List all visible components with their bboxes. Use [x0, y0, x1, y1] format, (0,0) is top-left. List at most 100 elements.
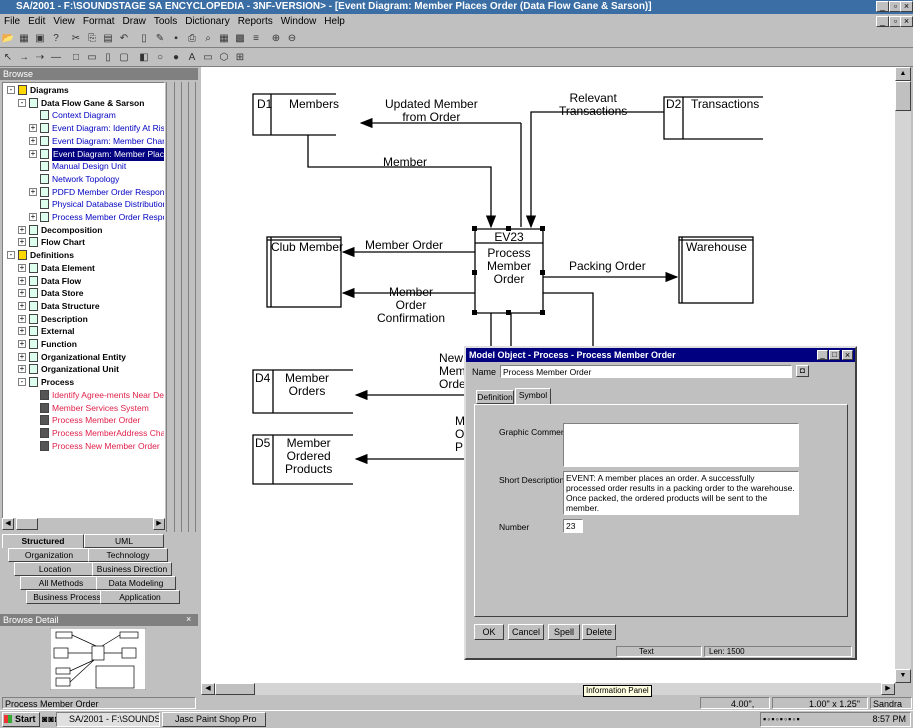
- expand-icon[interactable]: +: [18, 326, 26, 336]
- flow-member[interactable]: Member: [383, 155, 428, 169]
- name-input[interactable]: Process Member Order: [500, 365, 792, 378]
- box2-icon[interactable]: ▭: [87, 52, 97, 63]
- process-name[interactable]: Process Member Order: [486, 246, 531, 286]
- tree-node[interactable]: +Event Diagram: Member Change: [3, 135, 164, 148]
- tree-node[interactable]: Physical Database Distribution: [3, 198, 164, 211]
- collapse-icon[interactable]: -: [7, 251, 15, 260]
- help-icon[interactable]: ?: [53, 33, 59, 44]
- expand-icon[interactable]: +: [18, 224, 26, 234]
- number-input[interactable]: 23: [563, 519, 583, 533]
- store-d5-id[interactable]: D5: [255, 436, 271, 450]
- tree-node[interactable]: +Event Diagram: Member Places O: [3, 147, 164, 161]
- tree-node[interactable]: +Process Member Order Response: [3, 211, 164, 224]
- tree-node[interactable]: +Flow Chart: [3, 236, 164, 249]
- cut-icon[interactable]: ✂: [71, 33, 81, 44]
- new-icon[interactable]: ▯: [141, 33, 147, 44]
- menu-help[interactable]: Help: [324, 16, 345, 27]
- arrow2-icon[interactable]: ⇢: [35, 52, 45, 63]
- expand-icon[interactable]: +: [18, 364, 26, 374]
- tree-node[interactable]: +External: [3, 325, 164, 338]
- line-icon[interactable]: —: [51, 52, 61, 63]
- tree-node[interactable]: Process MemberAddress Change: [3, 427, 164, 440]
- doc-minimize-button[interactable]: _: [876, 16, 889, 27]
- expand-icon[interactable]: +: [18, 339, 26, 348]
- tab-definition[interactable]: Definition: [476, 390, 514, 404]
- tree-node[interactable]: +Data Structure: [3, 300, 164, 313]
- grid-icon[interactable]: ▦: [219, 33, 229, 44]
- expand-icon[interactable]: +: [29, 148, 37, 158]
- catalog-icon[interactable]: ▣: [35, 33, 45, 44]
- browse-tab-location[interactable]: Location: [14, 562, 96, 576]
- tree-node[interactable]: -Process: [3, 376, 164, 389]
- store-d2-name[interactable]: Transactions: [691, 97, 760, 111]
- dialog-close-button[interactable]: ×: [842, 350, 853, 360]
- tree-node[interactable]: -Definitions: [3, 249, 164, 262]
- circle-icon[interactable]: ○: [156, 52, 164, 63]
- expand-icon[interactable]: +: [18, 300, 26, 310]
- print-icon[interactable]: ⎙: [188, 33, 196, 44]
- shield-icon[interactable]: ⬡: [219, 52, 229, 63]
- store-d2-id[interactable]: D2: [666, 97, 682, 111]
- box3-icon[interactable]: ▯: [105, 52, 111, 63]
- expand-icon[interactable]: +: [18, 262, 26, 272]
- task-paint-shop-pro[interactable]: Jasc Paint Shop Pro: [162, 712, 266, 727]
- spell-button[interactable]: Spell: [548, 624, 580, 640]
- tree-node[interactable]: +Organizational Unit: [3, 363, 164, 376]
- menu-reports[interactable]: Reports: [237, 16, 273, 27]
- doc-close-button[interactable]: ×: [900, 16, 913, 27]
- menu-window[interactable]: Window: [280, 16, 317, 27]
- dialog-minimize-button[interactable]: _: [817, 350, 828, 360]
- flow-member-order-confirmation[interactable]: Member Order Confirmation: [377, 285, 446, 325]
- copy-icon[interactable]: ⎘: [88, 33, 96, 44]
- box5-icon[interactable]: ◧: [139, 52, 149, 63]
- paste-icon[interactable]: ▤: [103, 33, 113, 44]
- quick-launch-icons[interactable]: ◙◙◙: [42, 714, 62, 724]
- name-lookup-button[interactable]: ◘: [796, 365, 809, 377]
- tree-node[interactable]: +Organizational Entity: [3, 351, 164, 364]
- flow-packing-order[interactable]: Packing Order: [569, 259, 646, 273]
- expand-icon[interactable]: +: [18, 351, 26, 361]
- expand-icon[interactable]: +: [29, 186, 37, 196]
- tree-node[interactable]: -Diagrams: [3, 84, 164, 97]
- browse-tab-technology[interactable]: Technology: [88, 548, 168, 562]
- expand-icon[interactable]: +: [29, 123, 37, 133]
- tree-node[interactable]: Network Topology: [3, 173, 164, 186]
- collapse-icon[interactable]: -: [18, 98, 26, 107]
- dialog-maximize-button[interactable]: □: [829, 350, 840, 360]
- find-icon[interactable]: ⌕: [205, 33, 211, 44]
- align-icon[interactable]: ≡: [253, 33, 259, 44]
- process-id[interactable]: EV23: [494, 230, 524, 244]
- rect-icon[interactable]: ▭: [203, 52, 213, 63]
- tree-node[interactable]: Process Member Order: [3, 414, 164, 427]
- tree-node[interactable]: +Data Flow: [3, 275, 164, 288]
- browse-tab-organization[interactable]: Organization: [8, 548, 90, 562]
- canvas-vscrollbar[interactable]: ▲ ▼: [895, 67, 911, 683]
- tree-node[interactable]: Identify Agree-ments Near Default: [3, 389, 164, 402]
- zoom-in-icon[interactable]: ⊕: [271, 33, 281, 44]
- external-warehouse-label[interactable]: Warehouse: [686, 240, 747, 254]
- store-d4-id[interactable]: D4: [255, 371, 271, 385]
- menu-file[interactable]: File: [4, 16, 21, 27]
- lines-icon[interactable]: ⊞: [235, 52, 245, 63]
- save-icon[interactable]: ▦: [19, 33, 29, 44]
- menu-draw[interactable]: Draw: [122, 16, 146, 27]
- grid2-icon[interactable]: ▩: [235, 33, 245, 44]
- tree-node[interactable]: Process New Member Order: [3, 440, 164, 453]
- external-club-member-label[interactable]: Club Member: [271, 240, 344, 254]
- browse-tab-application[interactable]: Application: [100, 590, 180, 604]
- flow-member-order[interactable]: Member Order: [365, 238, 444, 252]
- browse-tab-uml[interactable]: UML: [84, 534, 164, 548]
- expand-icon[interactable]: +: [29, 135, 37, 145]
- browse-tab-structured[interactable]: Structured: [2, 534, 84, 548]
- minimize-button[interactable]: _: [876, 1, 889, 12]
- browse-detail-close-icon[interactable]: ×: [186, 614, 192, 624]
- expand-icon[interactable]: +: [18, 275, 26, 285]
- tree-node[interactable]: Context Diagram: [3, 109, 164, 122]
- flow-relevant-transactions[interactable]: Relevant Transactions: [559, 91, 628, 118]
- store-d4-name[interactable]: Member Orders: [285, 371, 330, 398]
- browse-tab-business-direction[interactable]: Business Direction: [92, 562, 172, 576]
- tree-node[interactable]: +Data Element: [3, 262, 164, 275]
- task-sa2001[interactable]: SA/2001 - F:\SOUNDSTA...: [56, 712, 160, 727]
- tree-node[interactable]: -Data Flow Gane & Sarson: [3, 97, 164, 110]
